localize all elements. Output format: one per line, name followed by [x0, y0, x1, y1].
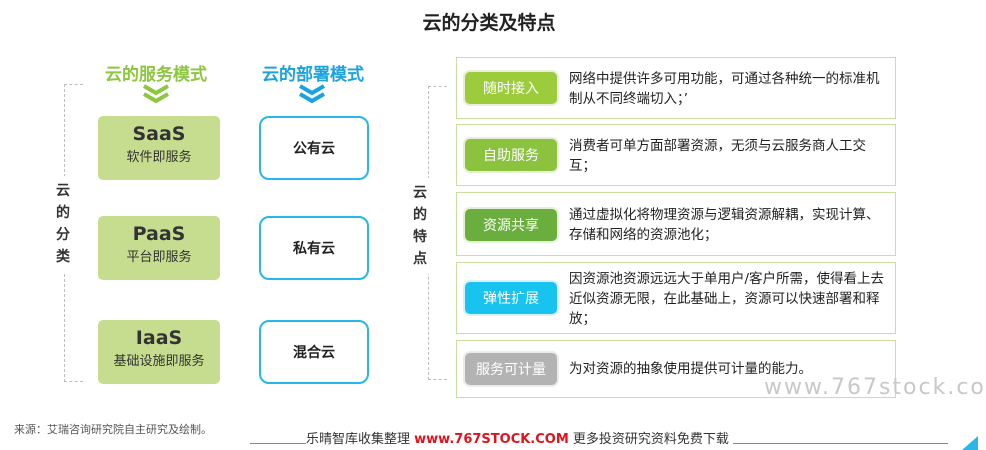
corner-triangle-icon — [962, 436, 978, 450]
feature-desc: 因资源池资源远远大于单用户/客户所需，使得看上去近似资源无限，在此基础上，资源可… — [569, 271, 885, 327]
service-name: SaaS — [132, 123, 186, 145]
features-bracket — [428, 86, 447, 380]
chevron-down-icon — [298, 84, 326, 104]
feature-desc: 消费者可单方面部署资源，无须与云服务商人工交互； — [569, 138, 866, 174]
service-box-paas: PaaS 平台即服务 — [98, 216, 220, 280]
feature-tag: 弹性扩展 — [465, 282, 557, 314]
watermark: www.767stock.co — [764, 375, 986, 400]
feature-row: 弹性扩展 因资源池资源远远大于单用户/客户所需，使得看上去近似资源无限，在此基础… — [456, 262, 896, 334]
service-desc: 基础设施即服务 — [113, 354, 205, 369]
service-desc: 软件即服务 — [126, 150, 192, 165]
feature-row: 服务可计量 为对资源的抽象使用提供可计量的能力。 — [456, 340, 896, 398]
feature-tag: 自助服务 — [465, 139, 557, 171]
deploy-models-heading: 云的部署模式 — [262, 65, 364, 85]
footer-prefix: 乐晴智库收集整理 — [306, 432, 415, 447]
footer-banner: 乐晴智库收集整理 www.767STOCK.COM 更多投资研究资料免费下载 — [306, 428, 733, 447]
service-box-iaas: IaaS 基础设施即服务 — [98, 320, 220, 384]
feature-row: 随时接入 网络中提供许多可用功能，可通过各种统一的标准机制从不同终端切入；’ — [456, 57, 896, 119]
features-label: 云 的 特 点 — [410, 178, 430, 274]
feature-desc: 通过虚拟化将物理资源与逻辑资源解耦，实现计算、存储和网络的资源池化； — [569, 207, 880, 243]
deploy-box-hybrid: 混合云 — [259, 320, 369, 384]
service-name: IaaS — [135, 327, 183, 349]
feature-tag: 资源共享 — [465, 209, 557, 241]
deploy-box-private: 私有云 — [259, 216, 369, 280]
page-title: 云的分类及特点 — [422, 12, 556, 34]
service-name: PaaS — [132, 223, 186, 245]
footer-url[interactable]: www.767STOCK.COM — [414, 432, 569, 447]
service-box-saas: SaaS 软件即服务 — [98, 116, 220, 180]
deploy-box-public: 公有云 — [259, 116, 369, 180]
feature-desc: 网络中提供许多可用功能，可通过各种统一的标准机制从不同终端切入；’ — [569, 71, 880, 107]
footer-suffix: 更多投资研究资料免费下载 — [568, 432, 729, 447]
feature-tag: 服务可计量 — [465, 353, 557, 385]
chevron-down-icon — [142, 84, 170, 104]
feature-row: 自助服务 消费者可单方面部署资源，无须与云服务商人工交互； — [456, 124, 896, 186]
service-models-heading: 云的服务模式 — [105, 65, 207, 85]
source-note: 来源：艾瑞咨询研究院自主研究及绘制。 — [14, 423, 212, 436]
feature-desc: 为对资源的抽象使用提供可计量的能力。 — [569, 361, 812, 377]
feature-tag: 随时接入 — [465, 72, 557, 104]
classification-label: 云 的 分 类 — [53, 176, 73, 272]
footer-divider — [250, 443, 306, 444]
feature-row: 资源共享 通过虚拟化将物理资源与逻辑资源解耦，实现计算、存储和网络的资源池化； — [456, 192, 896, 256]
service-desc: 平台即服务 — [126, 250, 192, 265]
